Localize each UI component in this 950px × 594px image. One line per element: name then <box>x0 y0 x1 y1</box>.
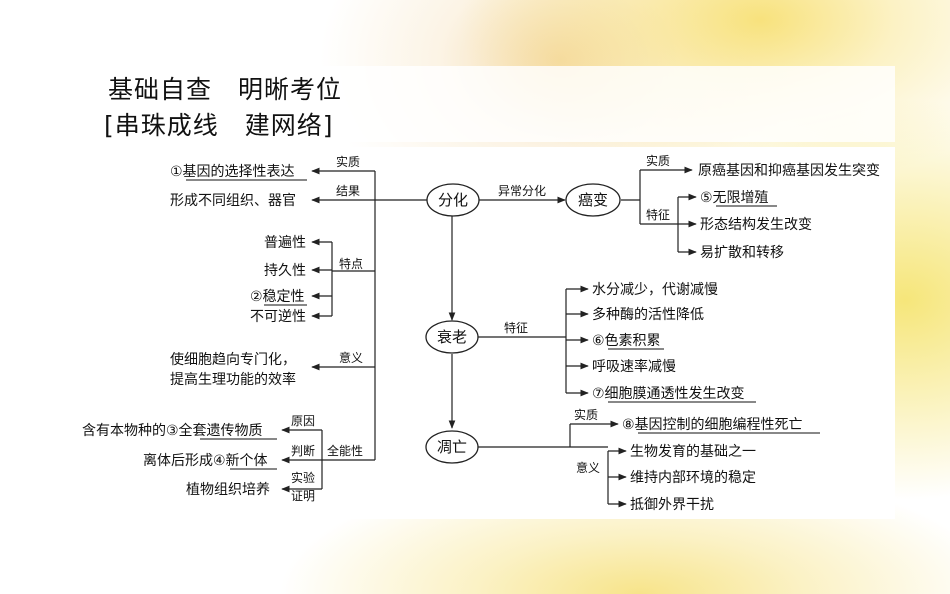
aging-feature-4: 呼吸速率减慢 <box>592 358 676 375</box>
text-judge: 离体后形成④新个体 <box>143 452 268 469</box>
node-aging: 衰老 <box>425 320 479 354</box>
text-proof: 植物组织培养 <box>186 482 270 498</box>
diagram-panel <box>75 147 895 519</box>
meaning-line-1: 使细胞趋向专门化， <box>170 351 296 368</box>
label-result: 结果 <box>336 184 360 198</box>
text-cause: 含有本物种的③全套遗传物质 <box>82 422 263 439</box>
label-meaning: 意义 <box>339 350 363 365</box>
label-apoptosis-essence: 实质 <box>574 407 598 422</box>
label-apoptosis-meaning: 意义 <box>576 460 600 475</box>
cancer-feature-3: 易扩散和转移 <box>700 245 784 261</box>
label-judge: 判断 <box>291 443 315 458</box>
apoptosis-meaning-3: 抵御外界干扰 <box>630 497 714 513</box>
cancer-feature-2: 形态结构发生改变 <box>700 217 812 233</box>
node-apoptosis: 凋亡 <box>425 430 479 464</box>
text-apoptosis-essence: ⑧基因控制的细胞编程性死亡 <box>622 416 803 433</box>
feature-2: 持久性 <box>264 263 306 279</box>
page-subtitle: [串珠成线 建网络] <box>104 111 334 140</box>
svg-text:分化: 分化 <box>438 191 468 209</box>
page-title: 基础自查 明晰考位 <box>108 75 343 104</box>
text-result: 形成不同组织、器官 <box>170 193 296 209</box>
label-aging-features: 特征 <box>504 320 528 335</box>
feature-3: ②稳定性 <box>250 289 305 305</box>
svg-text:凋亡: 凋亡 <box>437 438 467 456</box>
node-cancer: 癌变 <box>565 183 621 217</box>
feature-1: 普遍性 <box>264 235 306 251</box>
cancer-feature-1: ⑤无限增殖 <box>700 189 769 206</box>
label-cancer-features: 特征 <box>646 207 670 222</box>
apoptosis-meaning-2: 维持内部环境的稳定 <box>630 470 756 486</box>
aging-feature-3: ⑥色素积累 <box>592 332 661 349</box>
title-band <box>100 66 895 142</box>
label-totipotency: 全能性 <box>327 443 363 458</box>
label-proof-1: 实验 <box>291 470 315 485</box>
svg-text:癌变: 癌变 <box>578 191 608 209</box>
label-essence: 实质 <box>336 154 360 169</box>
text-cancer-essence: 原癌基因和抑癌基因发生突变 <box>698 162 880 179</box>
label-abnormal: 异常分化 <box>498 184 546 198</box>
node-differentiation: 分化 <box>426 183 480 217</box>
meaning-line-2: 提高生理功能的效率 <box>170 371 296 388</box>
label-cancer-essence: 实质 <box>646 153 670 168</box>
label-proof-2: 证明 <box>291 489 315 503</box>
feature-4: 不可逆性 <box>250 309 306 325</box>
aging-feature-5: ⑦细胞膜通透性发生改变 <box>592 386 745 402</box>
aging-feature-2: 多种酶的活性降低 <box>592 306 704 323</box>
svg-text:衰老: 衰老 <box>437 328 467 346</box>
label-features: 特点 <box>339 256 363 271</box>
text-essence: ①基因的选择性表达 <box>170 163 295 180</box>
label-cause: 原因 <box>291 414 315 428</box>
apoptosis-meaning-1: 生物发育的基础之一 <box>630 443 756 460</box>
aging-feature-1: 水分减少，代谢减慢 <box>592 281 718 298</box>
